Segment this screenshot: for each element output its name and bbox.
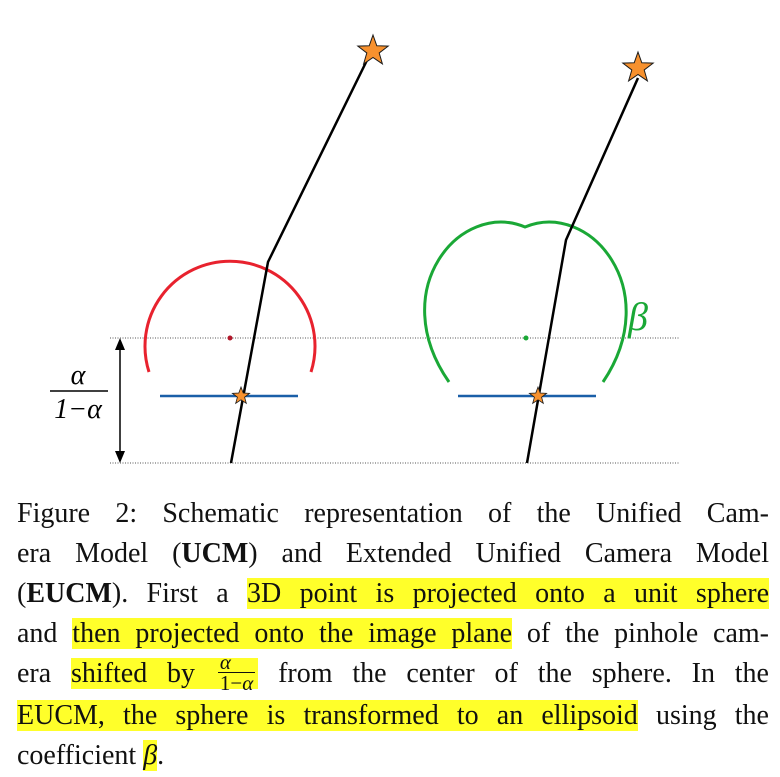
caption-text: . (157, 740, 165, 772)
caption-line-2: era Model (UCM) and Extended Unified Cam… (17, 534, 769, 574)
caption-text: era Model ( (17, 538, 182, 569)
ucm-unit-sphere-arc (143, 259, 317, 373)
caption-line-6: EUCM, the sphere is transformed to an el… (17, 696, 769, 736)
ucm-abbreviation: UCM (181, 538, 249, 569)
caption-text: and (17, 618, 73, 649)
eucm-3d-point-star (621, 50, 655, 83)
ucm-3d-point-star (356, 33, 390, 66)
caption-text: Figure 2: Schematic representation of th… (17, 498, 769, 529)
caption-text: ) and Extended Unified Camera Model (248, 538, 770, 569)
highlight-beta: β (143, 740, 158, 772)
alpha-fraction-denominator: 1−α (54, 394, 103, 425)
beta-label: β (627, 294, 648, 339)
eucm-ellipsoid-arc (423, 220, 628, 383)
alpha-fraction-numerator: α (71, 360, 87, 391)
fraction-denominator: 1−α (218, 671, 255, 696)
schematic-figure: α 1−α β (50, 33, 680, 464)
caption-text: ( (17, 578, 27, 609)
caption-line-4: and then projected onto the image plane … (17, 614, 769, 654)
arrow-head-bottom (115, 451, 125, 463)
figure-caption: Figure 2: Schematic representation of th… (17, 494, 769, 776)
highlight-image-plane: then projected onto the image plane (72, 618, 513, 649)
caption-text: 1− (219, 671, 243, 696)
caption-text: using the (637, 700, 769, 732)
caption-line-1: Figure 2: Schematic representation of th… (17, 494, 769, 534)
caption-line-7: coefficient β. (17, 736, 769, 776)
eucm-projected-point-star (528, 385, 548, 405)
fraction-numerator: α (217, 652, 256, 674)
caption-text: of the pinhole cam- (512, 618, 769, 649)
highlight-ellipsoid: EUCM, the sphere is transformed to an el… (17, 700, 638, 732)
ucm-sphere-center-dot (227, 335, 233, 341)
caption-text: ). First a (111, 578, 248, 609)
caption-text: from the center of the sphere. In the (258, 658, 769, 689)
caption-text: era (17, 658, 72, 689)
caption-text: coefficient (17, 740, 144, 772)
ucm-projected-point-star (231, 385, 251, 405)
caption-text: α (242, 671, 254, 696)
eucm-center-dot (523, 335, 529, 341)
eucm-projection-ray (525, 77, 640, 464)
eucm-abbreviation: EUCM (26, 578, 112, 609)
caption-text: shifted by (71, 658, 215, 689)
highlight-unit-sphere: 3D point is projected onto a unit sphere (247, 578, 769, 609)
arrow-head-top (115, 338, 125, 350)
ucm-projection-ray (229, 49, 374, 464)
caption-line-3: (EUCM). First a 3D point is projected on… (17, 574, 769, 614)
